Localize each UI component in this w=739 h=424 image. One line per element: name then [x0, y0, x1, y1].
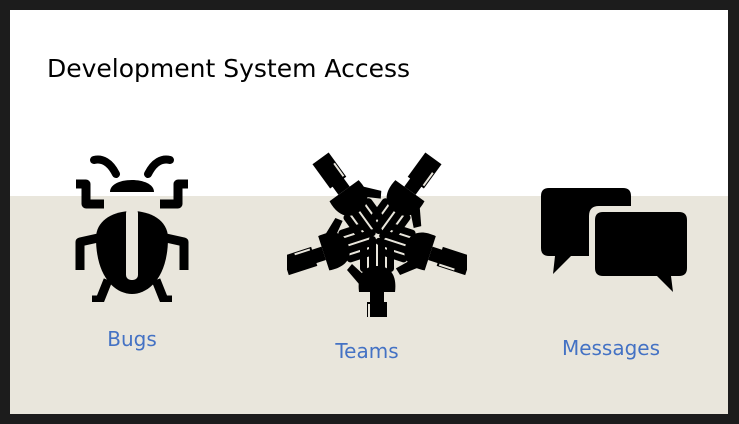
bug-icon — [75, 155, 189, 302]
teams-link[interactable]: Teams — [335, 339, 399, 363]
bugs-link[interactable]: Bugs — [107, 327, 157, 351]
hands-circle-icon — [287, 152, 467, 317]
bugs-tile[interactable]: Bugs — [52, 152, 212, 351]
messages-link[interactable]: Messages — [561, 336, 661, 360]
teams-tile[interactable]: Teams — [287, 152, 467, 363]
chat-bubbles-icon — [541, 188, 691, 298]
messages-tile[interactable]: Messages — [531, 152, 691, 360]
slide-title: Development System Access — [47, 54, 411, 83]
slide: Development System Access — [10, 10, 728, 414]
